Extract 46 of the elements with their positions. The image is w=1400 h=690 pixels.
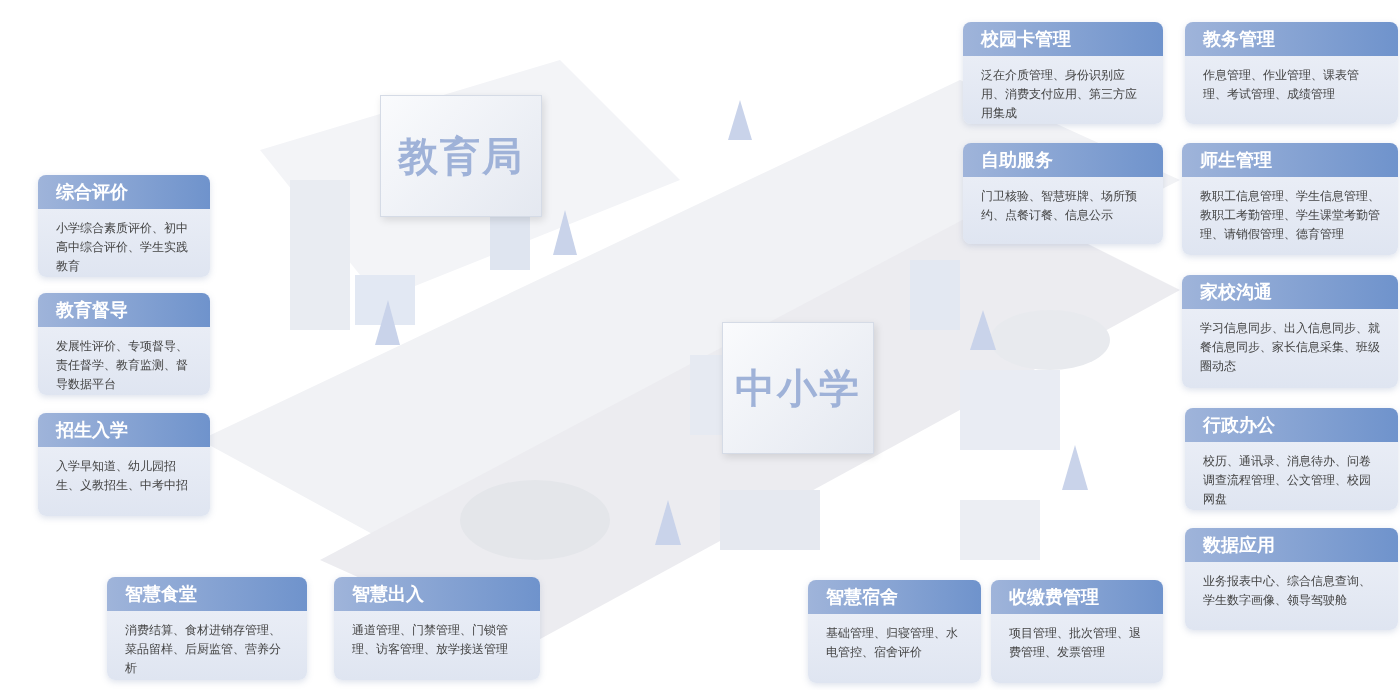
card-heading: 综合评价 [38,175,210,209]
card-description: 泛在介质管理、身份识别应用、消费支付应用、第三方应用集成 [981,67,1138,122]
sign-board [380,95,542,217]
card-heading: 自助服务 [963,143,1163,177]
info-card [1182,143,1398,255]
info-card [1185,528,1398,630]
info-card [963,22,1163,124]
card-description: 基础管理、归寝管理、水电管控、宿舍评价 [826,625,959,661]
info-card [963,143,1163,244]
card-description: 校历、通讯录、消息待办、问卷调查流程管理、公文管理、校园网盘 [1203,453,1372,508]
card-heading: 行政办公 [1185,408,1398,442]
info-card [38,413,210,516]
sign-text: 教育局 [398,131,524,181]
card-description: 业务报表中心、综合信息查询、学生数字画像、领导驾驶舱 [1203,573,1372,609]
card-heading: 收缴费管理 [991,580,1163,614]
info-card [334,577,540,680]
card-heading: 教务管理 [1185,22,1398,56]
card-description: 消费结算、食材进销存管理、菜品留样、后厨监管、营养分析 [125,622,282,677]
card-description: 学习信息同步、出入信息同步、就餐信息同步、家长信息采集、班级圈动态 [1200,320,1381,375]
card-heading: 教育督导 [38,293,210,327]
info-card [38,175,210,277]
info-card [1185,408,1398,510]
info-card [1185,22,1398,124]
card-description: 作息管理、作业管理、课表管理、考试管理、成绩管理 [1203,67,1360,103]
card-heading: 家校沟通 [1182,275,1398,309]
card-heading: 招生入学 [38,413,210,447]
card-description: 小学综合素质评价、初中高中综合评价、学生实践教育 [56,220,189,275]
card-heading: 智慧出入 [334,577,540,611]
card-heading: 校园卡管理 [963,22,1163,56]
info-card [38,293,210,395]
card-description: 教职工信息管理、学生信息管理、教职工考勤管理、学生课堂考勤管理、请销假管理、德育管理 [1200,188,1381,243]
card-heading: 师生管理 [1182,143,1398,177]
card-description: 通道管理、门禁管理、门锁管理、访客管理、放学接送管理 [352,622,509,658]
info-card [1182,275,1398,388]
info-card [107,577,307,680]
card-heading: 智慧宿舍 [808,580,981,614]
sign-text: 中小学 [735,363,861,413]
card-description: 入学早知道、幼儿园招生、义教招生、中考中招 [56,458,189,494]
info-card [808,580,981,683]
card-heading: 数据应用 [1185,528,1398,562]
info-card [991,580,1163,683]
sign-board [722,322,874,454]
card-description: 门卫核验、智慧班牌、场所预约、点餐订餐、信息公示 [981,188,1138,224]
card-description: 发展性评价、专项督导、责任督学、教育监测、督导数据平台 [56,338,189,393]
card-description: 项目管理、批次管理、退费管理、发票管理 [1009,625,1142,661]
card-heading: 智慧食堂 [107,577,307,611]
